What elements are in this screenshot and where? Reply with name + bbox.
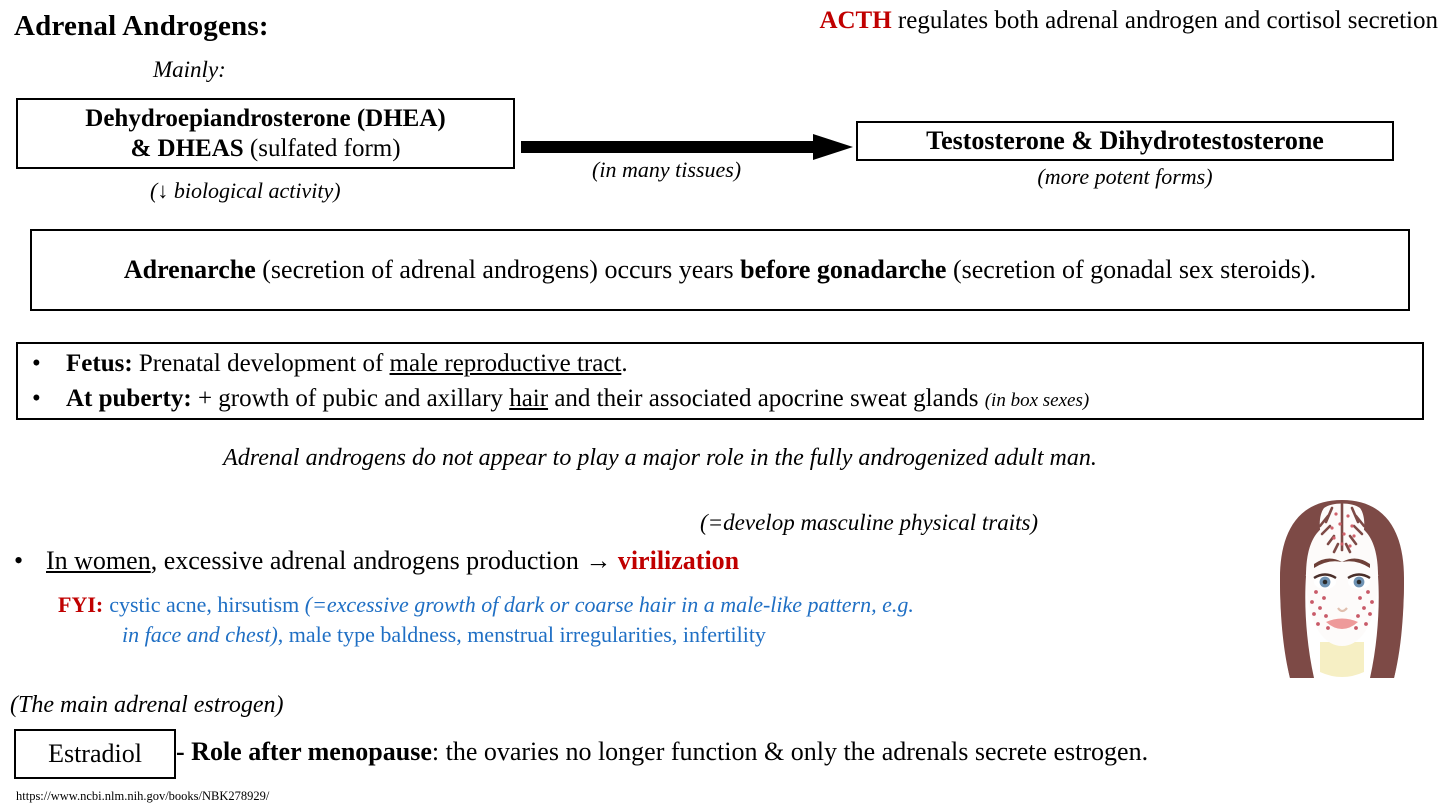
- effect-text-puberty-after: and their associated apocrine sweat glan…: [548, 385, 985, 412]
- dheas-label: & DHEAS: [130, 134, 244, 162]
- bullet-glyph-icon: •: [14, 546, 24, 575]
- effect-label-fetus: Fetus:: [66, 349, 133, 377]
- dheas-qualifier: (sulfated form): [243, 134, 401, 162]
- fyi-label: FYI:: [58, 592, 104, 617]
- effect-underline-puberty: hair: [509, 385, 549, 412]
- dhea-source-box: Dehydroepiandrosterone (DHEA) & DHEAS (s…: [16, 98, 515, 169]
- virilization-bullet: • In women, excessive adrenal androgens p…: [14, 546, 739, 576]
- fyi-italic-part-2: in face and chest): [122, 621, 278, 647]
- acth-note-text: regulates both adrenal androgen and cort…: [891, 7, 1438, 34]
- estradiol-label: Estradiol: [48, 739, 142, 768]
- adrenarche-box: Adrenarche (secretion of adrenal androge…: [30, 229, 1410, 311]
- fyi-line-2: in face and chest), male type baldness, …: [58, 620, 1238, 650]
- effect-text-fetus-after: .: [621, 349, 628, 377]
- testosterone-label: Testosterone & Dihydrotestosterone: [926, 126, 1324, 155]
- effect-text-fetus-before: Prenatal development of: [132, 349, 390, 377]
- menopause-dash: -: [176, 737, 192, 766]
- fyi-text-part-2: , male type baldness, menstrual irregula…: [277, 621, 766, 647]
- bullet-glyph-icon: •: [32, 385, 41, 412]
- dhea-activity-note: (↓ biological activity): [150, 178, 341, 203]
- adult-man-note: Adrenal androgens do not appear to play …: [223, 445, 1097, 471]
- adrenarche-mid-1: (secretion of adrenal androgens) occurs …: [255, 255, 741, 285]
- adrenal-estrogen-note: (The main adrenal estrogen): [10, 692, 284, 718]
- adrenarche-text: Adrenarche (secretion of adrenal androge…: [124, 254, 1316, 286]
- androgen-effects-box: • Fetus: Prenatal development of male rep…: [16, 342, 1424, 420]
- effect-aside-puberty: (in box sexes): [984, 390, 1090, 411]
- virilization-keyword: virilization: [617, 546, 740, 575]
- dhea-line-1: Dehydroepiandrosterone (DHEA): [85, 105, 446, 132]
- source-url: https://www.ncbi.nlm.nih.gov/books/NBK27…: [16, 789, 270, 803]
- effect-label-puberty: At puberty:: [66, 385, 192, 412]
- fyi-text-part-1: cystic acne, hirsutism: [109, 592, 305, 617]
- estradiol-box: Estradiol: [14, 729, 176, 779]
- in-women-underline: In women: [46, 546, 151, 575]
- virilized-woman-illustration: [1254, 492, 1430, 694]
- fyi-line-1: FYI:cystic acne, hirsutism (=excessive g…: [58, 590, 1238, 620]
- mainly-label: Mainly:: [153, 57, 226, 82]
- acth-label: ACTH: [819, 7, 892, 34]
- testosterone-product-box: Testosterone & Dihydrotestosterone: [856, 121, 1394, 161]
- conversion-arrow-icon: [521, 134, 853, 160]
- fyi-block: FYI:cystic acne, hirsutism (=excessive g…: [58, 590, 1238, 649]
- menopause-role-line: - Role after menopause: the ovaries no l…: [176, 737, 1148, 767]
- list-item: • At puberty: + growth of pubic and axill…: [32, 381, 1412, 417]
- acth-regulation-note: ACTH regulates both adrenal androgen and…: [690, 7, 1438, 35]
- testosterone-potency-note: (more potent forms): [1037, 164, 1213, 189]
- adrenarche-mid-2: (secretion of gonadal sex steroids).: [946, 255, 1317, 285]
- menopause-role-text: : the ovaries no longer function & only …: [431, 737, 1149, 766]
- effect-text-puberty-before: + growth of pubic and axillary: [191, 385, 510, 412]
- gonadarche-term: before gonadarche: [740, 255, 947, 285]
- adrenarche-term: Adrenarche: [123, 255, 256, 285]
- page-title: Adrenal Androgens:: [14, 10, 269, 42]
- menopause-role-label: Role after menopause: [191, 737, 432, 766]
- arrow-caption: (in many tissues): [592, 157, 742, 182]
- virilization-definition-aside: (=develop masculine physical traits): [700, 510, 1039, 535]
- dhea-line-2: & DHEAS (sulfated form): [130, 134, 400, 164]
- list-item: • Fetus: Prenatal development of male rep…: [32, 346, 1412, 382]
- bullet-glyph-icon: •: [32, 349, 41, 377]
- fyi-italic-part-1: (=excessive growth of dark or coarse hai…: [304, 592, 914, 617]
- effect-underline-fetus: male reproductive tract: [389, 349, 622, 377]
- virilization-text: , excessive adrenal androgens production…: [150, 546, 618, 575]
